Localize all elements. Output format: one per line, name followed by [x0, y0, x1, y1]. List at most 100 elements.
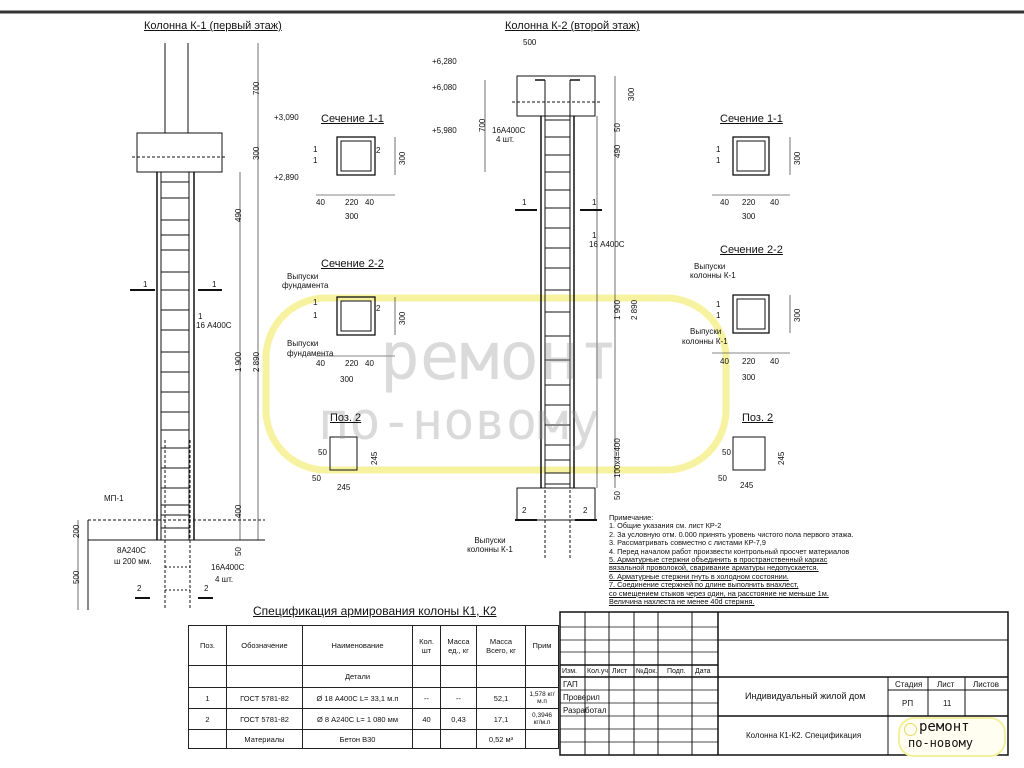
sec22-right-300: 300	[742, 373, 756, 382]
cell	[188, 729, 227, 749]
col-dowels-2b: колонны К-1	[682, 337, 728, 346]
k1-rebar-num: 1	[198, 312, 203, 321]
k1-rebar-label: 16 А400С	[196, 321, 232, 330]
title-block-col-header: Подп.	[667, 668, 686, 675]
sec22-left-40b: 40	[365, 359, 374, 368]
k1-stirrup-step: ш 200 мм.	[114, 557, 152, 566]
k1-cut-2-right: 2	[204, 584, 209, 593]
sheet-title: Колонна К1-К2. Спецификация	[746, 731, 862, 740]
cell: --	[440, 687, 477, 709]
sec22-left-n1a: 1	[313, 298, 318, 307]
sec22-left-300v: 300	[398, 311, 407, 325]
sec-left-220: 220	[345, 198, 359, 207]
note-line: 1. Общие указания см. лист КР-2	[609, 521, 722, 531]
spec-header: Масса Всего, кг	[476, 625, 526, 666]
poz2-right-50b: 50	[718, 474, 727, 483]
watermark-line1: ремонт	[380, 318, 619, 395]
k2-level-1: +6,280	[432, 57, 457, 66]
title-block-col-header: Изм.	[562, 668, 577, 675]
k1-cut-2-left: 2	[137, 584, 142, 593]
sec-left-n2: 2	[376, 146, 381, 155]
k2-cut-1-right: 1	[592, 198, 597, 207]
column-k1	[77, 43, 265, 610]
sec22-right-40b: 40	[770, 357, 779, 366]
col-dowels-1: Выпуски	[694, 262, 726, 271]
note-line: 2. За условную отм. 0.000 принять уровен…	[609, 529, 854, 539]
role-checked: Проверил	[563, 693, 600, 702]
cell: 0,3946 кг/м.п	[525, 708, 559, 730]
sec-left-40a: 40	[316, 198, 325, 207]
k2-top-rebar-label: 16А400С	[492, 126, 526, 135]
poz2-left-245: 245	[337, 483, 351, 492]
cell: ГОСТ 5781-82	[226, 708, 303, 730]
cell: Ø 8 А240С L= 1 080 мм	[302, 708, 413, 730]
note-line: 5. Арматурные стержни объединить в прост…	[609, 555, 828, 565]
cell: 0,52 м³	[476, 729, 526, 749]
cell	[412, 729, 441, 749]
role-developed: Разработал	[563, 706, 607, 715]
cell: 40	[412, 708, 441, 730]
stage-value: РП	[902, 699, 914, 708]
k2-dim-1900: 1 900	[613, 299, 622, 320]
spec-title: Спецификация армирования колоны К1, К2	[253, 604, 497, 618]
k1-level-top: +3,090	[274, 113, 299, 122]
note-line: 6. Арматурные стержни гнуть в холодном с…	[609, 571, 789, 581]
k1-dim-490: 490	[234, 208, 243, 222]
cell	[525, 729, 559, 749]
poz2-title-left: Поз. 2	[330, 412, 362, 424]
spec-group: Детали	[302, 665, 413, 688]
sec-left-300: 300	[345, 212, 359, 221]
note-line: 3. Рассматривать совместно с листами КР-…	[609, 538, 766, 548]
sections	[316, 136, 791, 471]
sec22-left-300: 300	[340, 375, 354, 384]
k2-cut-1-left: 1	[522, 198, 527, 207]
sec22-right-300v: 300	[793, 308, 802, 322]
sec-right-220: 220	[742, 198, 756, 207]
stage-header: Стадия	[895, 680, 923, 689]
note-line: со смещением стыков через один, на расст…	[609, 588, 829, 598]
sec22-left-220: 220	[345, 359, 359, 368]
section-2-2-title-left: Сечение 2-2	[321, 258, 384, 270]
sec-left-40b: 40	[365, 198, 374, 207]
k1-dim-1900: 1 900	[234, 351, 243, 372]
note-line: 4. Перед началом работ произвести контро…	[609, 546, 850, 556]
section-1-1-title-right: Сечение 1-1	[720, 113, 783, 125]
k1-dowel-label: 16А400С	[211, 563, 245, 572]
poz2-right-245: 245	[740, 481, 754, 490]
sheets-header: Листов	[973, 680, 999, 689]
sec22-right-220: 220	[742, 357, 756, 366]
k2-cut-2-left: 2	[522, 506, 527, 515]
sec22-right-40a: 40	[720, 357, 729, 366]
k2-dim-490: 490	[613, 144, 622, 158]
title-block-col-header: Кол.уч	[587, 668, 608, 675]
logo-line1: ремонт	[919, 719, 970, 735]
sheet-value: 11	[943, 699, 952, 708]
found-dowels-1b: Выпуски	[287, 339, 319, 348]
col-dowels-2: колонны К-1	[690, 271, 736, 280]
poz2-title-right: Поз. 2	[742, 412, 774, 424]
k1-level-bottom: +2,890	[274, 173, 299, 182]
col-dowels-1b: Выпуски	[690, 327, 722, 336]
k2-dim-50a: 50	[613, 123, 622, 132]
k2-rebar-label: 16 А400С	[589, 240, 625, 249]
spec-header: Прим	[525, 625, 559, 666]
poz2-right-50a: 50	[722, 448, 731, 457]
sec22-left-40a: 40	[316, 359, 325, 368]
k1-title: Колонна К-1 (первый этаж)	[144, 20, 282, 32]
column-k2	[484, 75, 616, 560]
note-line: Величина нахлеста не менее 40d стержня.	[609, 597, 755, 607]
spec-header: Обозначение	[226, 625, 303, 666]
k2-dim-2890: 2 890	[630, 299, 639, 320]
k1-cut-1-left: 1	[143, 280, 148, 289]
title-block-col-header: №Док.	[636, 668, 658, 675]
sheet-header: Лист	[937, 680, 955, 689]
sec-left-n1a: 1	[313, 145, 318, 154]
k2-level-3: +5,980	[432, 126, 457, 135]
cell: Ø 18 А400С L= 33,1 м.п	[302, 687, 413, 709]
sec-right-40a: 40	[720, 198, 729, 207]
note-line: Примечание:	[609, 513, 654, 522]
